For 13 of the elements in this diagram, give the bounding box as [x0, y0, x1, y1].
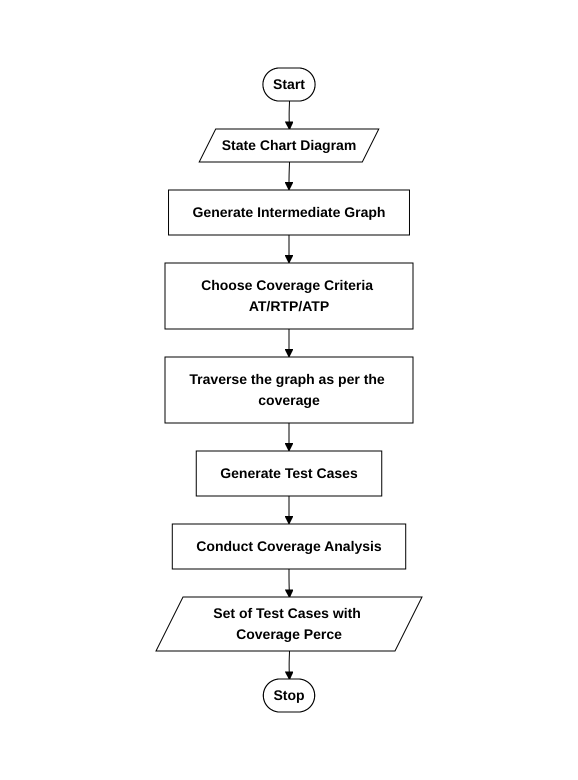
node-box: Traverse the graph as per the coverage — [164, 356, 414, 424]
arrow — [284, 422, 294, 452]
arrow — [284, 651, 294, 680]
node-box: Choose Coverage Criteria AT/RTP/ATP — [164, 262, 414, 330]
node-box: Conduct Coverage Analysis — [172, 524, 406, 570]
node-box: Generate Test Cases — [196, 450, 382, 496]
arrow — [284, 328, 294, 358]
arrow — [284, 234, 294, 264]
node-box: Generate Intermediate Graph — [168, 190, 410, 236]
arrow — [284, 162, 294, 190]
arrow — [284, 101, 294, 130]
arrow — [284, 568, 294, 598]
arrow — [284, 496, 294, 524]
